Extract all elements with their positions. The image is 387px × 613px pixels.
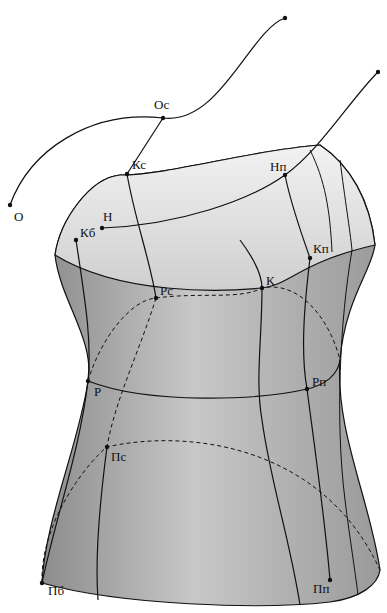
point-label: О (14, 210, 23, 223)
point-label: Кс (132, 158, 146, 171)
point-label: Н (103, 210, 112, 223)
point-label: Пб (48, 584, 64, 597)
point-label: Пс (111, 450, 126, 463)
point-label: Рс (160, 284, 173, 297)
point-label: Рп (312, 375, 326, 388)
point-label: Пп (313, 582, 329, 595)
point-label: Кб (80, 226, 95, 239)
point-label: Кп (313, 242, 329, 255)
point-label: Ос (154, 98, 169, 111)
point-label: К (266, 274, 275, 287)
point-label: Р (94, 385, 101, 398)
point-label: Нп (270, 160, 286, 173)
